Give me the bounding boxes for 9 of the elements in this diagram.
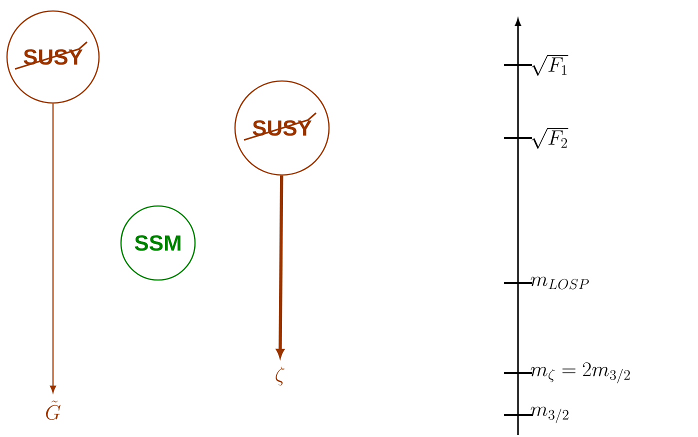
scale-label: $m_{3/2}$	[530, 406, 568, 424]
scale-label: $\sqrt{F_1}$	[532, 55, 568, 76]
scale-label: $m_{LOSP}$	[530, 276, 589, 290]
particle-symbol: $\tilde{G}$	[46, 400, 60, 420]
particle-symbol: $\zeta$	[276, 366, 284, 386]
circle-label: SSM	[120, 205, 196, 281]
arrow	[50, 104, 56, 393]
scale-label: $\sqrt{F_2}$	[532, 128, 568, 149]
scale-label: $m_\zeta = 2m_{3/2}$	[530, 362, 630, 384]
